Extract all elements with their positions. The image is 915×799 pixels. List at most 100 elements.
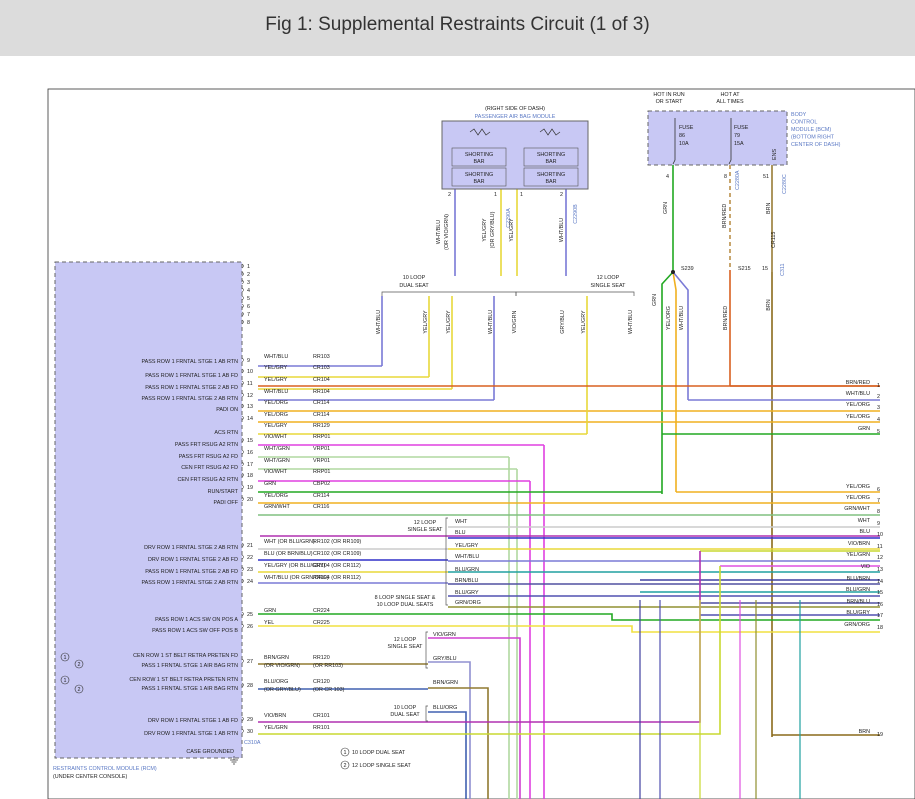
wire-label: GRN	[652, 294, 658, 306]
right-wire-label: BLU/GRN	[846, 587, 870, 593]
row-wire-label: YEL/GRY (OR BLU/GRY)	[264, 563, 326, 569]
right-wire-label: YEL/ORG	[846, 414, 870, 420]
rcm-label-20: CEN ROW 1 ST BELT RETRA PRETEN RTN	[129, 677, 238, 683]
right-pin-19: 19	[877, 732, 883, 738]
ground-icon	[230, 756, 238, 765]
legend-text: 12 LOOP SINGLE SEAT	[352, 763, 412, 769]
loop-note: 10 LOOP	[394, 705, 417, 711]
wire-label: YEL/GRY	[482, 218, 488, 242]
rcm-pin-21: 21	[247, 543, 253, 549]
row-wire-label: BLU/ORG	[264, 679, 288, 685]
loop-note: DUAL SEAT	[399, 283, 429, 289]
shorting-bar-label: BAR	[473, 179, 484, 185]
rcm-pin-5: 5	[247, 296, 250, 302]
row-circuit-label: CR114	[313, 493, 329, 499]
rcm-subtitle: (UNDER CENTER CONSOLE)	[53, 774, 127, 780]
pin-terminal	[241, 263, 244, 269]
row-wire-label: GRN	[264, 608, 276, 614]
row-circuit-label: CR102 (OR CR109)	[313, 551, 361, 557]
row-circuit-label: (OR CR 103)	[313, 687, 345, 693]
rcm-label-18: CEN ROW 1 ST BELT RETRA PRETEN FD	[133, 653, 238, 659]
row-wire-label: YEL/ORG	[264, 412, 288, 418]
rcm-pin-10: 10	[247, 369, 253, 375]
mid-wire-label: BLU/GRN	[455, 567, 479, 573]
connector-c2290b: C2290B	[573, 204, 579, 224]
loop-note: 12 LOOP	[394, 637, 417, 643]
row-circuit-label: RRP01	[313, 469, 330, 475]
row-circuit-label: VRP01	[313, 446, 330, 452]
right-wire-label: YEL/GRN	[846, 552, 870, 558]
figure-header: Fig 1: Supplemental Restraints Circuit (…	[0, 0, 915, 56]
rcm-pin-26: 26	[247, 624, 253, 630]
pab-title: PASSENGER AIR BAG MODULE	[475, 114, 556, 120]
legend-text: 10 LOOP DUAL SEAT	[352, 750, 406, 756]
pin-terminal	[241, 484, 244, 490]
rcm-label-1: PASS ROW 1 FRNTAL STGE 1 AB FD	[145, 373, 238, 379]
seat-marker-num: 2	[78, 687, 81, 693]
resistor-icon	[469, 128, 491, 136]
wire	[428, 637, 521, 799]
pin-terminal	[241, 279, 244, 285]
pab-note: (RIGHT SIDE OF DASH)	[485, 106, 545, 112]
rcm-pin-18: 18	[247, 473, 253, 479]
rcm-pin-13: 13	[247, 404, 253, 410]
right-pin-13: 13	[877, 567, 883, 573]
wire-label: BRN	[766, 299, 772, 310]
hot-in-run-label: HOT IN RUN	[653, 92, 684, 98]
loop-note: 12 LOOP	[597, 275, 620, 281]
legend-num: 1	[344, 750, 347, 756]
row-circuit-label: RRP01	[313, 434, 330, 440]
wire	[258, 566, 721, 735]
pin-terminal	[241, 449, 244, 455]
row-wire-label: YEL/GRY	[264, 365, 288, 371]
row-circuit-label: CR101	[313, 713, 330, 719]
row-wire-label: YEL/ORG	[264, 400, 288, 406]
rcm-pin-25: 25	[247, 612, 253, 618]
rcm-pin-19: 19	[247, 485, 253, 491]
right-pin-5: 5	[877, 429, 880, 435]
right-pin-10: 10	[877, 532, 883, 538]
fuse-label: 10A	[679, 141, 689, 147]
seat-marker	[74, 684, 84, 694]
mid-wire-label: BRN/GRN	[433, 680, 458, 686]
mid-wire-label: BLU	[455, 530, 466, 536]
row-circuit-label: RR103	[313, 354, 330, 360]
pin-terminal	[241, 415, 244, 421]
wire-label: GRN	[663, 202, 669, 214]
wire-label: VIO/GRN	[512, 311, 518, 334]
hot-at-all-times-label: HOT AT	[721, 92, 741, 98]
rcm-label-7: PASS FRT RSUG A2 FD	[179, 454, 238, 460]
rcm-title: RESTRAINTS CONTROL MODULE (RCM)	[53, 766, 157, 772]
row-wire-label: VIO/BRN	[264, 713, 286, 719]
pin-terminal	[241, 542, 244, 548]
right-pin-4: 4	[877, 417, 880, 423]
bcm-title: MODULE (BCM)	[791, 127, 831, 133]
right-wire-label: WHT/BLU	[846, 391, 870, 397]
rcm-label-9: CEN FRT RSUG A2 RTN	[177, 477, 238, 483]
wire-label: YEL/GRY	[446, 310, 452, 334]
fuse-label: 86	[679, 133, 685, 139]
right-pin-1: 1	[877, 383, 880, 389]
seat-marker	[60, 652, 70, 662]
loop-note: 8 LOOP SINGLE SEAT &	[375, 595, 436, 601]
right-wire-label: BLU	[860, 529, 871, 535]
pin-label: 1	[520, 192, 523, 198]
right-wire-label: BRN/RED	[846, 380, 870, 386]
right-wire-label: VIO	[861, 564, 870, 570]
wire-grn	[661, 271, 674, 494]
loop-note: 10 LOOP DUAL SEATS	[377, 602, 434, 608]
right-pin-2: 2	[877, 394, 880, 400]
seat-marker	[60, 675, 70, 685]
shorting-bar-label: SHORTING	[465, 152, 493, 158]
right-pin-9: 9	[877, 521, 880, 527]
pin-terminal	[241, 437, 244, 443]
pin-terminal	[241, 566, 244, 572]
loop-note: 12 LOOP	[414, 520, 437, 526]
right-wire-label: GRN/ORG	[844, 622, 870, 628]
row-circuit-label: CR103	[313, 365, 330, 371]
shorting-bar-label: BAR	[545, 179, 556, 185]
pin-label: 4	[666, 174, 669, 180]
pin-terminal	[241, 496, 244, 502]
shorting-bar-box	[451, 167, 507, 187]
